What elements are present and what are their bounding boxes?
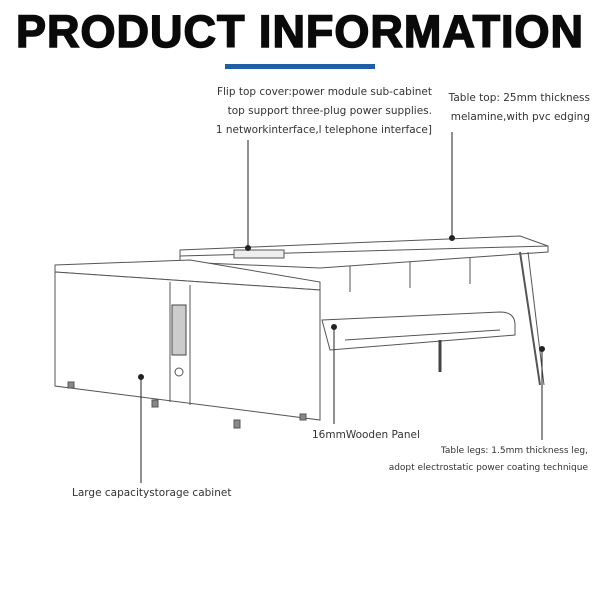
flip-top-annotation: Flip top cover:power module sub-cabinet … — [216, 83, 432, 140]
table-top-annotation: Table top: 25mm thickness melamine,with … — [449, 89, 590, 127]
cabinet-annotation: Large capacitystorage cabinet — [72, 487, 232, 499]
table-leg — [519, 251, 545, 386]
page-title: PRODUCT INFORMATION — [15, 5, 585, 58]
annotation-line: adopt electrostatic power coating techni… — [388, 463, 588, 473]
annotation-line: Table legs: 1.5mm thickness leg, — [440, 446, 588, 456]
wooden-panel-annotation: 16mmWooden Panel — [312, 429, 420, 441]
modesty-panel — [321, 258, 516, 372]
annotation-line: top support three-plug power supplies. — [227, 105, 432, 117]
annotation-line: 1 networkinterface,l telephone interface… — [215, 124, 432, 136]
table-legs-annotation: Table legs: 1.5mm thickness leg, adopt e… — [389, 443, 588, 477]
leader-lines — [138, 132, 545, 483]
title-underline — [225, 64, 375, 69]
storage-cabinet — [54, 259, 321, 429]
annotation-line: Table top: 25mm thickness — [448, 92, 590, 104]
annotation-line: Flip top cover:power module sub-cabinet — [216, 86, 432, 98]
desk-top — [179, 235, 549, 269]
annotation-line: melamine,with pvc edging — [450, 111, 590, 123]
